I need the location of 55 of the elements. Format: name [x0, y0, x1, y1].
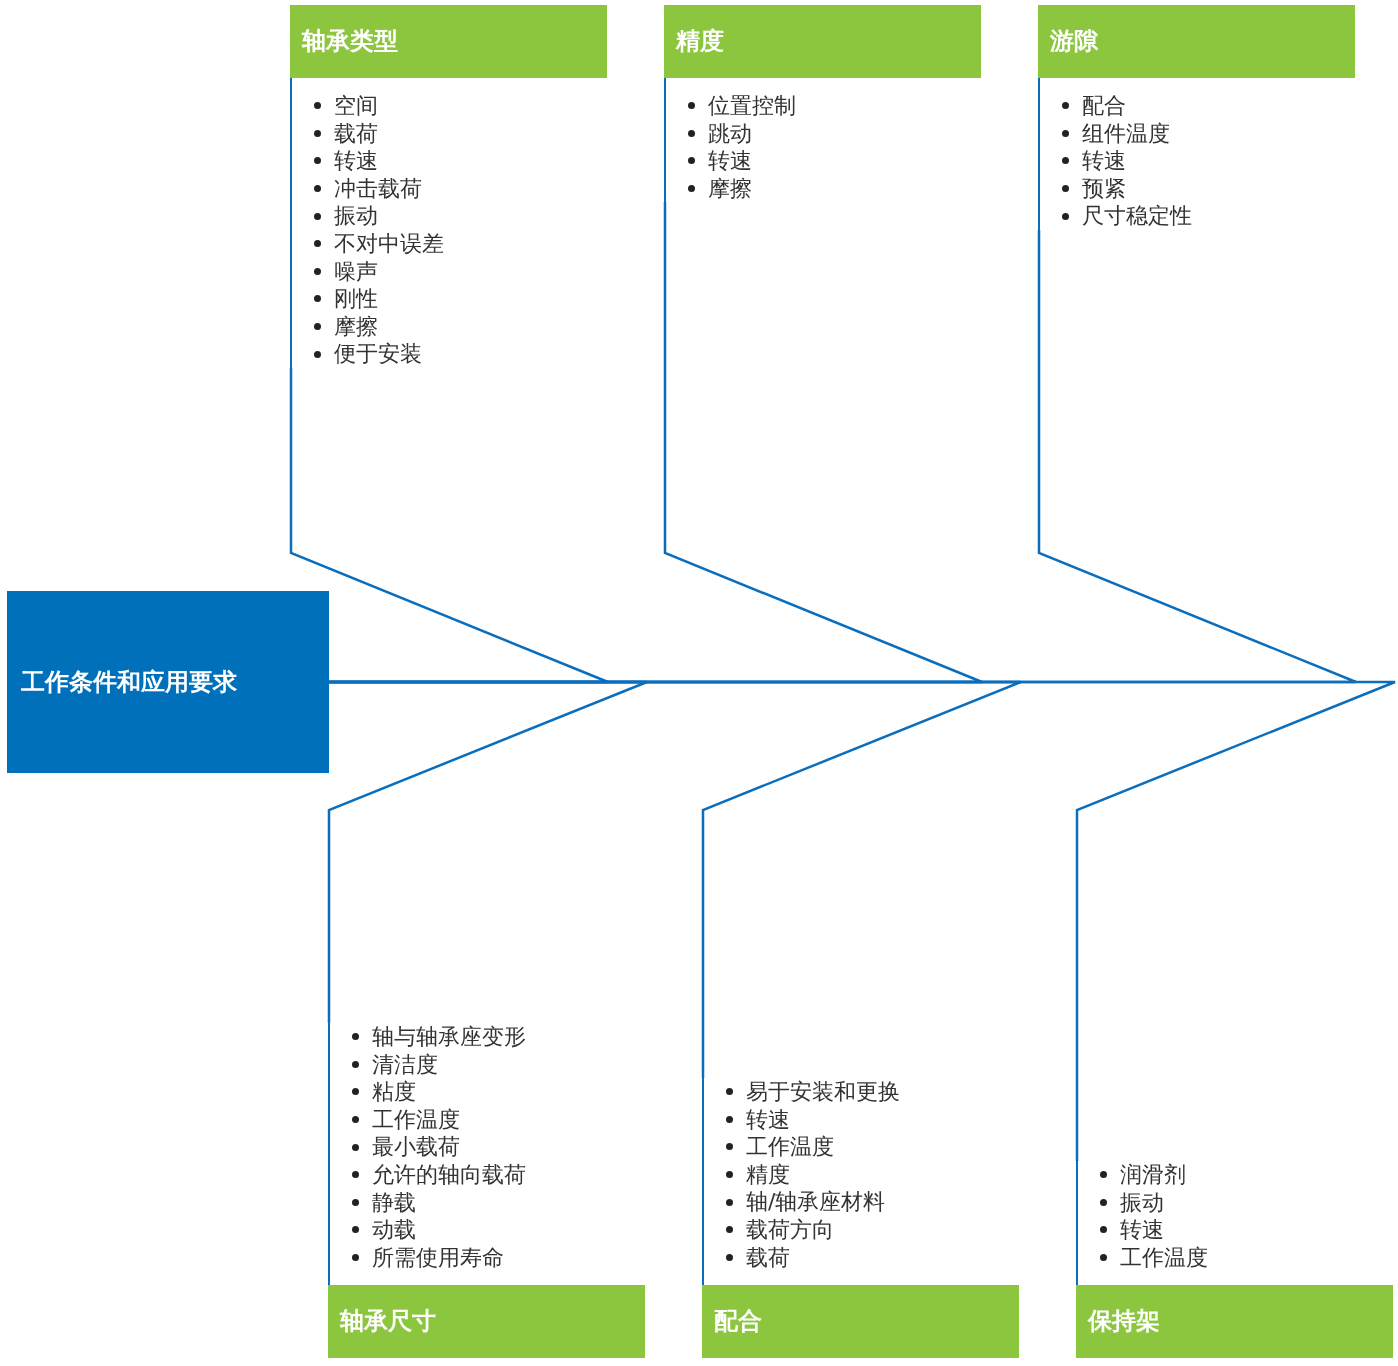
list-item: 工作温度 [372, 1105, 460, 1134]
category-header: 游隙 [1038, 5, 1355, 78]
bone-line [289, 368, 610, 684]
list-item: 最小载荷 [372, 1133, 460, 1161]
list-item: 尺寸稳定性 [1082, 202, 1192, 230]
list-item: 载荷方向 [746, 1215, 834, 1244]
category-header: 轴承类型 [290, 5, 607, 78]
list-item: 组件温度 [1082, 119, 1170, 148]
cause-branch [1076, 1161, 1393, 1359]
cause-branch [1038, 5, 1355, 230]
list-item: 冲击载荷 [334, 174, 422, 203]
list-item: 摩擦 [708, 174, 752, 203]
list-item: 位置控制 [708, 92, 796, 120]
list-item: 所需使用寿命 [372, 1243, 504, 1272]
list-item: 载荷 [334, 119, 378, 148]
list-item: 摩擦 [334, 312, 378, 341]
list-item: 振动 [1120, 1188, 1164, 1217]
list-item: 轴/轴承座材料 [746, 1188, 886, 1216]
list-item: 预紧 [1082, 174, 1126, 203]
list-item: 动载 [372, 1216, 416, 1244]
list-item: 刚性 [334, 285, 378, 313]
list-item: 转速 [746, 1105, 790, 1134]
list-item: 载荷 [746, 1243, 790, 1272]
list-item: 便于安装 [334, 340, 422, 368]
bone-line [327, 680, 649, 1023]
list-item: 转速 [1082, 147, 1126, 175]
list-item: 易于安装和更换 [746, 1078, 900, 1106]
cause-branch [328, 1023, 645, 1359]
list-item: 转速 [334, 147, 378, 175]
list-item: 空间 [334, 92, 378, 120]
list-item: 配合 [1082, 92, 1126, 120]
list-item: 精度 [746, 1160, 790, 1189]
list-item: 允许的轴向载荷 [372, 1160, 526, 1189]
category-header: 精度 [664, 5, 981, 78]
list-item: 工作温度 [1120, 1243, 1208, 1272]
category-header: 保持架 [1076, 1285, 1393, 1359]
list-item: 清洁度 [372, 1050, 438, 1079]
list-item: 工作温度 [746, 1133, 834, 1161]
list-item: 跳动 [708, 119, 752, 148]
category-header: 配合 [702, 1285, 1019, 1359]
list-item: 振动 [334, 202, 378, 230]
list-item: 转速 [1120, 1216, 1164, 1244]
list-item: 润滑剂 [1120, 1161, 1186, 1189]
list-item: 轴与轴承座变形 [372, 1023, 526, 1051]
list-item: 静载 [372, 1188, 416, 1217]
category-header: 轴承尺寸 [328, 1285, 645, 1359]
cause-branch [664, 5, 981, 203]
bone-line [329, 680, 1397, 1161]
list-item: 不对中误差 [334, 229, 444, 258]
effect-box: 工作条件和应用要求 [7, 591, 329, 773]
cause-branch [702, 1078, 1019, 1359]
list-item: 转速 [708, 147, 752, 175]
cause-branch [290, 5, 607, 368]
list-item: 噪声 [334, 257, 378, 286]
list-item: 粘度 [372, 1078, 416, 1106]
